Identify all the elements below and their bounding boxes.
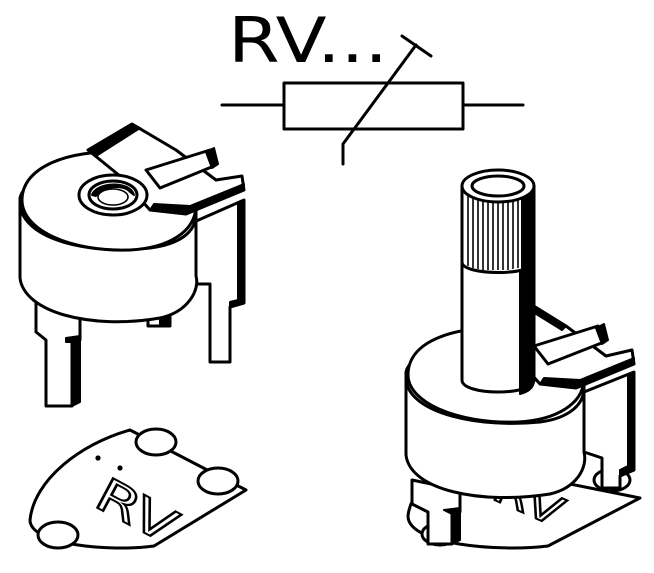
left-footprint-marker-dot — [95, 455, 101, 461]
right-potentiometer-3d: RV — [404, 168, 642, 550]
symbol-adjust-tbar — [400, 34, 433, 58]
left-footprint: RV — [28, 427, 248, 555]
left-trimmer-back-leg — [192, 198, 246, 364]
left-trimmer-3d — [18, 122, 246, 408]
symbol-adjust-arrow — [341, 43, 418, 166]
symbol-designator: RV... — [228, 4, 388, 77]
left-footprint-pad-3 — [36, 520, 80, 550]
knob-knurl-lines — [467, 196, 519, 270]
variable-resistor-symbol: RV... — [220, 4, 525, 166]
left-footprint-pad-1 — [134, 427, 178, 457]
left-footprint-marker-dot — [117, 465, 123, 471]
left-footprint-pad-2 — [196, 466, 240, 496]
symbol-resistor-body — [282, 81, 465, 131]
